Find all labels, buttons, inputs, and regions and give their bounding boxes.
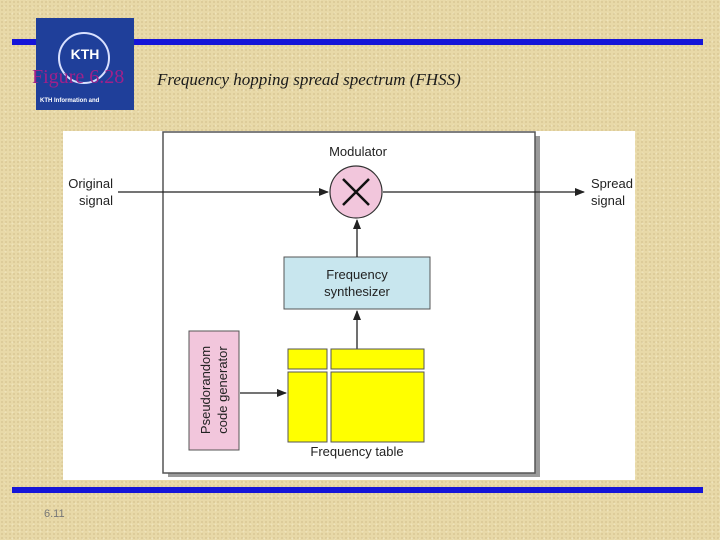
table-cell <box>287 348 328 370</box>
original-signal-label-1: Original <box>68 176 113 191</box>
kth-logo: KTH KTH Information and <box>36 18 134 110</box>
synthesizer-label-1: Frequency <box>326 267 388 282</box>
logo-text: KTH <box>70 46 100 62</box>
slide-number: 6.11 <box>44 508 65 520</box>
frequency-table-label: Frequency table <box>310 444 403 459</box>
logo-subtext: KTH Information and <box>40 98 100 104</box>
frequency-synthesizer-box <box>283 256 431 310</box>
pn-label-2: code generator <box>215 346 230 434</box>
spread-signal-label-2: signal <box>591 193 625 208</box>
synthesizer-label-2: synthesizer <box>324 284 390 299</box>
table-cell <box>330 371 425 443</box>
crest-icon <box>58 32 110 84</box>
fhss-diagram: Modulator Original signal Spread signal … <box>63 131 635 480</box>
multiply-icon <box>342 178 370 206</box>
modulator-label: Modulator <box>329 144 387 159</box>
figure-number: Figure 6.28 <box>32 66 125 88</box>
table-cell <box>330 348 425 370</box>
bottom-rule <box>12 487 703 493</box>
pseudorandom-generator-box <box>188 330 240 451</box>
spread-signal-label-1: Spread <box>591 176 633 191</box>
pn-label-1: Pseudorandom <box>198 346 213 434</box>
figure-title: Frequency hopping spread spectrum (FHSS) <box>157 70 461 89</box>
original-signal-label-2: signal <box>79 193 113 208</box>
top-rule <box>12 39 703 45</box>
table-cell <box>287 371 328 443</box>
